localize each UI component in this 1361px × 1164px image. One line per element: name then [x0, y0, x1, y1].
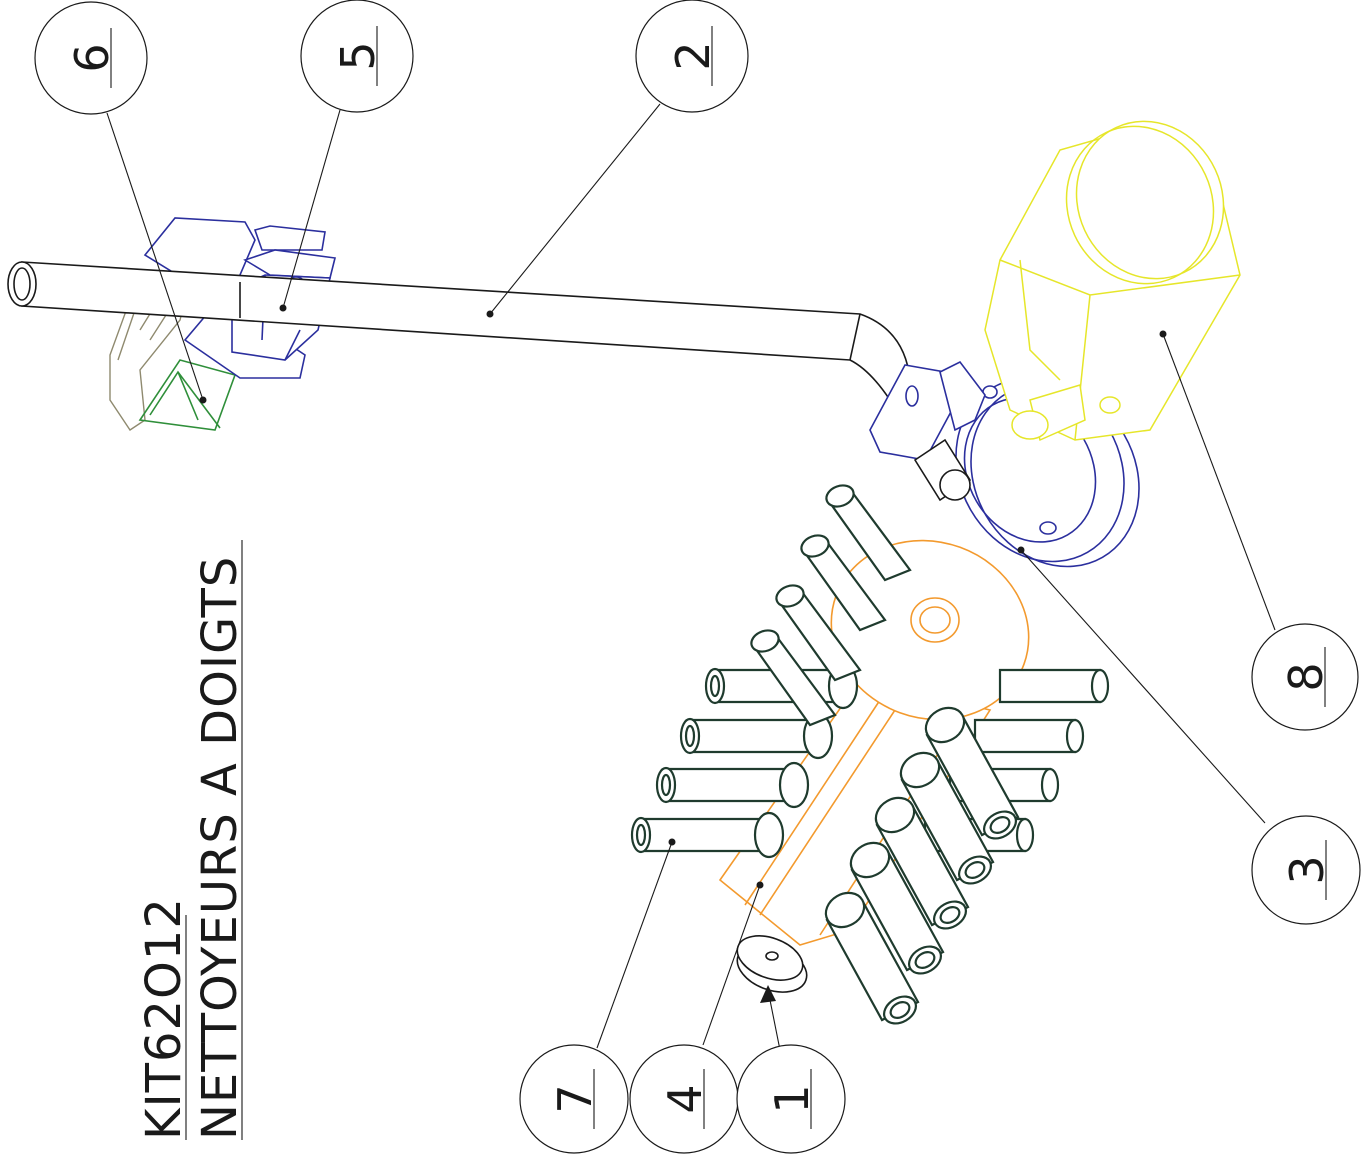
finger-horizontal — [655, 761, 810, 809]
finger-diagonal — [899, 751, 995, 885]
balloon-2: 2 — [635, 0, 749, 113]
balloon-4-label: 4 — [658, 1084, 712, 1113]
finger-diagonal — [874, 796, 970, 930]
part-4-hub — [718, 539, 1030, 946]
balloon-1: 1 — [736, 1044, 846, 1154]
balloon-8-label: 8 — [1279, 662, 1333, 691]
balloon-5: 5 — [300, 0, 414, 113]
balloon-4: 4 — [629, 1044, 739, 1154]
finger-back — [775, 584, 862, 682]
finger-horizontal — [630, 811, 785, 859]
finger-right — [998, 668, 1110, 704]
part-8-motor — [984, 120, 1241, 442]
part-7-fingers — [630, 484, 1110, 1025]
finger-diagonal — [924, 706, 1020, 840]
balloon-8: 8 — [1251, 623, 1359, 731]
balloon-3: 3 — [1251, 815, 1361, 925]
kit-name: NETTOYEURS A DOIGTS — [192, 556, 248, 1140]
kit-code: KIT62O12 — [136, 897, 192, 1140]
balloon-6-label: 6 — [65, 43, 119, 72]
finger-right — [973, 718, 1085, 754]
title-block: KIT62O12 NETTOYEURS A DOIGTS — [136, 540, 248, 1140]
part-2-rod — [7, 261, 911, 402]
balloon-6: 6 — [34, 1, 148, 115]
balloon-7: 7 — [519, 1044, 629, 1154]
balloon-1-label: 1 — [765, 1084, 819, 1113]
leader-lines — [106, 103, 1276, 1051]
finger-diagonal — [849, 841, 945, 975]
finger-back — [800, 534, 887, 632]
balloon-3-label: 3 — [1280, 855, 1334, 884]
balloon-7-label: 7 — [548, 1084, 602, 1113]
balloon-5-label: 5 — [331, 41, 385, 70]
finger-diagonal — [824, 891, 920, 1025]
balloon-2-label: 2 — [666, 41, 720, 70]
finger-back — [750, 629, 837, 727]
finger-back — [825, 484, 912, 582]
